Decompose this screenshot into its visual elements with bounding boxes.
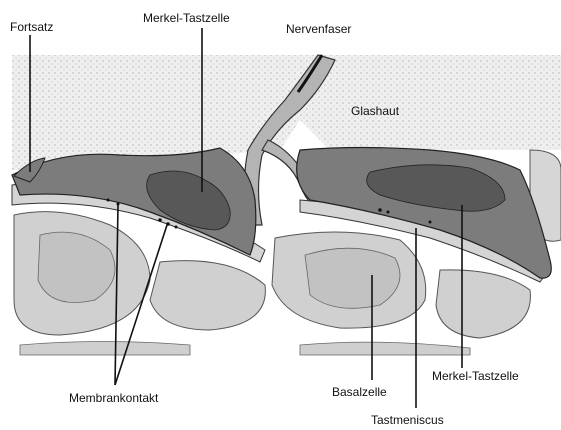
label-fortsatz: Fortsatz xyxy=(10,20,53,34)
label-merkel-top: Merkel-Tastzelle xyxy=(143,11,230,25)
cell-bottom-left xyxy=(20,342,190,356)
label-glashaut: Glashaut xyxy=(351,104,399,118)
label-nervenfaser: Nervenfaser xyxy=(286,22,351,36)
label-tastmeniscus: Tastmeniscus xyxy=(371,413,444,427)
label-membrankontakt: Membrankontakt xyxy=(69,391,158,405)
basalzelle-nucleus xyxy=(305,248,400,308)
label-basalzelle: Basalzelle xyxy=(332,385,387,399)
label-merkel-bottom: Merkel-Tastzelle xyxy=(432,369,519,383)
